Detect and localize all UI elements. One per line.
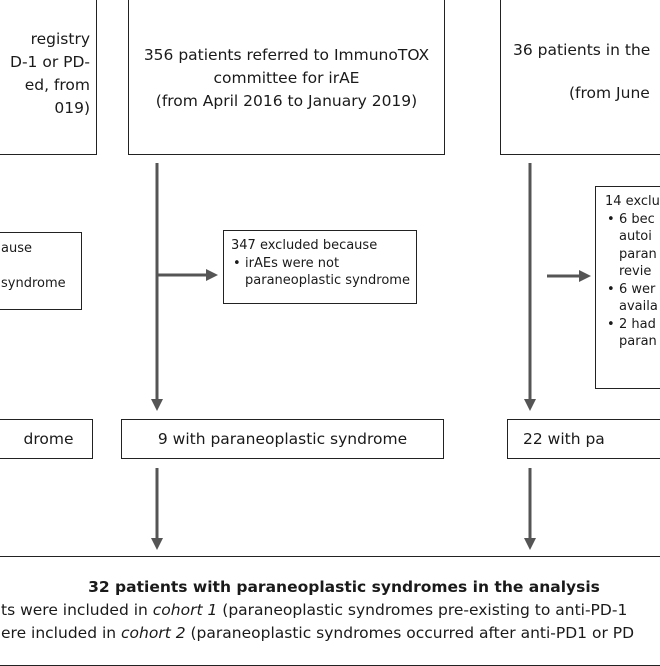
left-source-line: ed, from [24,76,90,94]
middle-excluded-box: 347 excluded because irAEs were not para… [223,230,417,304]
analysis-box: 32 patients with paraneoplastic syndrome… [0,556,660,666]
right-excluded-reason: 2 had paran [605,316,660,351]
middle-result-box: 9 with paraneoplastic syndrome [121,419,444,459]
middle-source-line: 356 patients referred to ImmunoTOX [143,46,430,64]
left-result-box: drome [0,419,93,459]
right-source-line: 36 patients in the [513,41,651,59]
right-excluded-reason: 6 bec autoi paran revie [605,211,660,281]
left-source-line: 019) [54,99,90,117]
middle-source-line: committee for irAE [213,69,360,87]
right-source-box: 36 patients in the (from June [500,0,660,155]
right-excluded-box: 14 exclu 6 bec autoi paran revie 6 wer a… [595,186,660,389]
left-source-box: registry D-1 or PD- ed, from 019) [0,0,97,155]
left-excluded-line: syndrome [1,275,66,291]
middle-source-line: (from April 2016 to January 2019) [155,92,418,110]
right-result-box: 22 with pa [507,419,660,459]
right-result-label: 22 with pa [523,430,605,448]
right-excluded-reason: 6 wer availa [605,281,660,316]
analysis-cohort1-line: ts were included in cohort 1 (paraneopla… [1,601,628,619]
left-source-line: registry [30,30,90,48]
middle-excluded-reason: irAEs were not paraneoplastic syndrome [231,255,416,290]
middle-result-label: 9 with paraneoplastic syndrome [157,429,408,448]
left-source-line: D-1 or PD- [10,53,90,71]
right-source-line: (from June [569,84,650,102]
analysis-title: 32 patients with paraneoplastic syndrome… [88,578,600,596]
left-result-label: drome [23,429,74,448]
middle-source-box: 356 patients referred to ImmunoTOX commi… [128,0,445,155]
middle-excluded-title: 347 excluded because [231,238,378,253]
left-excluded-line: ause [1,241,32,256]
analysis-cohort2-line: ere included in cohort 2 (paraneoplastic… [1,624,635,642]
left-excluded-box: ause syndrome [0,232,82,310]
right-excluded-title: 14 exclu [605,194,660,209]
